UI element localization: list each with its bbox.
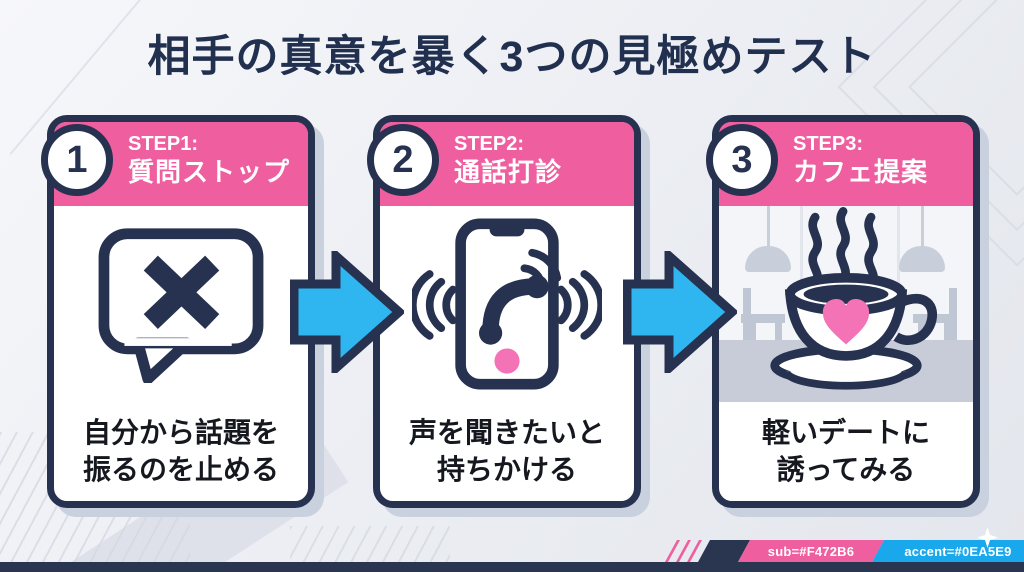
pendant-lamp-icon xyxy=(745,206,791,272)
step-2-icon-zone xyxy=(380,206,634,402)
step-2-label: STEP2: xyxy=(454,133,525,155)
step-1-description-line1: 自分から話題を xyxy=(82,417,279,449)
chair-silhouette xyxy=(741,288,787,346)
footer-color-chips: sub=#F472B6 accent=#0EA5E9 xyxy=(665,540,1024,562)
step-3-title: カフェ提案 xyxy=(793,157,929,187)
navy-chip xyxy=(698,540,750,562)
page-title: 相手の真意を暴く3つの見極めテスト xyxy=(147,33,877,81)
step-1-description-line2: 振るのを止める xyxy=(82,454,279,486)
step-2-title: 通話打診 xyxy=(454,157,563,187)
step-card-3: 3 STEP3: カフェ提案 xyxy=(706,115,980,508)
ringing-phone-icon xyxy=(412,218,602,390)
sub-color-chip: sub=#F472B6 xyxy=(738,540,884,562)
step-2-description-line1: 声を聞きたいと xyxy=(408,417,605,449)
accent-color-chip: accent=#0EA5E9 xyxy=(872,540,1024,562)
step-2-description: 声を聞きたいと 持ちかける xyxy=(380,415,634,489)
pink-stripe xyxy=(665,540,680,562)
footer-strip xyxy=(0,562,1024,572)
cafe-scene xyxy=(719,206,973,402)
step-card-2: 2 STEP2: 通話打診 xyxy=(367,115,641,508)
step-1-label: STEP1: xyxy=(128,133,199,155)
step-1-number-badge: 1 xyxy=(41,124,113,196)
pink-stripe xyxy=(676,540,691,562)
step-3-label: STEP3: xyxy=(793,133,864,155)
step-3-description-line1: 軽いデートに xyxy=(761,417,930,449)
step-1-icon-zone xyxy=(54,206,308,402)
speech-bubble-x-icon xyxy=(98,228,264,383)
pendant-lamp-icon xyxy=(899,206,945,272)
step-1-description: 自分から話題を 振るのを止める xyxy=(54,415,308,489)
coffee-cup-heart-icon xyxy=(770,207,937,390)
pink-stripe xyxy=(687,540,702,562)
step-3-description-line2: 誘ってみる xyxy=(776,454,916,486)
step-3-number-badge: 3 xyxy=(706,124,778,196)
flow-arrow-1-icon xyxy=(290,251,404,373)
step-3-description: 軽いデートに 誘ってみる xyxy=(719,415,973,489)
flow-arrow-2-icon xyxy=(623,251,737,373)
step-1-title: 質問ストップ xyxy=(128,157,291,187)
step-card-1: 1 STEP1: 質問ストップ 自分から話題を 振るのを止める xyxy=(41,115,315,508)
step-2-description-line2: 持ちかける xyxy=(436,454,577,486)
step-2-number-badge: 2 xyxy=(367,124,439,196)
